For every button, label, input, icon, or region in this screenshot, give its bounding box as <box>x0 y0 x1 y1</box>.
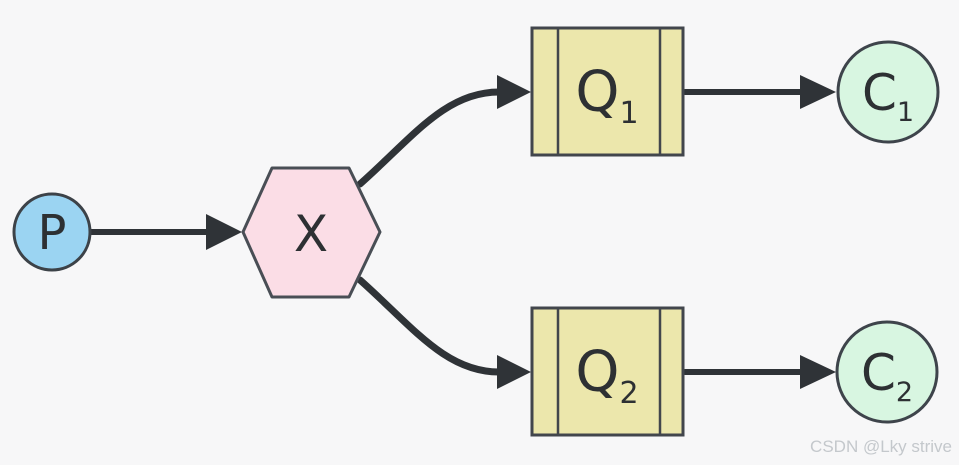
arrowhead-icon <box>800 75 836 109</box>
queue2-label: Q2 <box>575 340 638 411</box>
exchange-node: X <box>241 166 382 299</box>
queue2-label-main: Q <box>575 340 619 405</box>
producer-circle <box>12 192 92 272</box>
producer-label: P <box>38 205 67 261</box>
edge-producer-to-exchange <box>88 214 242 250</box>
queue1-label-sub: 1 <box>619 96 638 131</box>
arrowhead-icon <box>800 355 836 389</box>
edge-curve <box>356 276 503 376</box>
consumer2-label-sub: 2 <box>896 377 913 408</box>
exchange-label: X <box>294 205 328 263</box>
edge-exchange-to-queue2 <box>356 276 531 389</box>
arrowhead-icon <box>497 75 531 109</box>
queue1-label-main: Q <box>575 60 619 125</box>
queue2-node: Q2 <box>530 306 685 437</box>
arrowhead-icon <box>497 355 531 389</box>
exchange-hexagon <box>241 166 382 299</box>
consumer1-circle <box>836 40 940 144</box>
producer-node: P <box>12 192 92 272</box>
edge-curve <box>356 88 503 188</box>
consumer2-label-main: C <box>861 344 896 402</box>
queue1-label: Q1 <box>575 60 638 131</box>
queue1-node: Q1 <box>530 26 685 157</box>
consumer1-label-sub: 1 <box>897 97 914 128</box>
queue2-label-sub: 2 <box>619 376 638 411</box>
consumer1-node: C1 <box>836 40 940 144</box>
watermark: CSDN @Lky strive <box>810 437 952 456</box>
arrowhead-icon <box>206 214 242 250</box>
edge-exchange-to-queue1 <box>356 75 531 188</box>
edge-queue1-to-consumer1 <box>682 75 836 109</box>
edge-queue2-to-consumer2 <box>682 355 836 389</box>
consumer1-label: C1 <box>862 64 914 128</box>
consumer2-circle <box>835 320 939 424</box>
consumer2-node: C2 <box>835 320 939 424</box>
consumer2-label: C2 <box>861 344 913 408</box>
consumer1-label-main: C <box>862 64 897 122</box>
